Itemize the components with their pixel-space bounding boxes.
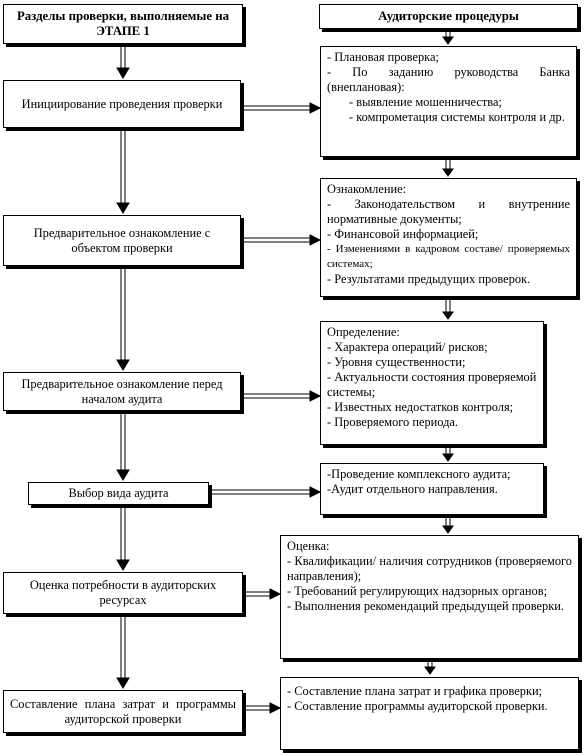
proc-item: - Финансовой информацией; — [327, 227, 479, 241]
left-arrow-3 — [116, 268, 130, 371]
stage-initiation: Инициирование проведения проверки — [3, 80, 241, 128]
proc-heading: Оценка: — [287, 539, 330, 553]
proc-subitem: - выявление мошенничества; — [349, 95, 502, 109]
proc-item: - Выполнения рекомендаций предыдущей про… — [287, 599, 564, 613]
stage-label: Предварительное ознакомление с объектом … — [33, 225, 211, 255]
proc-item: - Составление плана затрат и графика про… — [287, 684, 543, 698]
stage-object-review: Предварительное ознакомление с объектом … — [3, 215, 241, 266]
stage-audit-type: Выбор вида аудита — [28, 482, 209, 505]
h-arrow-5 — [245, 588, 282, 600]
stage-label: Оценка потребности в аудиторских ресурса… — [29, 578, 217, 607]
proc-item: - Изменениями в кадровом составе/ провер… — [327, 243, 570, 270]
proc-item: - Законодательством и внутренние нормати… — [327, 197, 570, 226]
stage-label: Инициирование проведения проверки — [21, 96, 223, 111]
right-arrow-6 — [424, 660, 436, 675]
proc-item: - Составление программы аудиторской пров… — [287, 699, 548, 713]
h-arrow-4 — [211, 486, 322, 498]
left-arrow-2 — [116, 130, 130, 214]
left-header: Разделы проверки, выполняемые на ЭТАПЕ 1 — [3, 4, 243, 44]
proc-heading: Определение: — [327, 325, 400, 339]
h-arrow-6 — [245, 702, 282, 714]
proc-item: - Характера операций/ рисков; — [327, 340, 488, 354]
procedures-resources: Оценка: - Квалификации/ наличия сотрудни… — [280, 535, 579, 659]
proc-subitem: - компрометация системы контроля и др. — [349, 110, 565, 124]
stage-pre-audit-review: Предварительное ознакомление перед начал… — [3, 372, 241, 411]
procedures-determination: Определение: - Характера операций/ риско… — [320, 321, 544, 445]
stage-resources: Оценка потребности в аудиторских ресурса… — [3, 572, 243, 614]
proc-item: - Проверяемого периода. — [327, 415, 459, 429]
proc-item: -Проведение комплексного аудита; — [327, 467, 511, 481]
stage-plan-program: Составление плана затрат и программы ауд… — [3, 690, 243, 733]
h-arrow-1 — [241, 102, 322, 114]
right-header: Аудиторские процедуры — [319, 4, 578, 29]
left-arrow-6 — [116, 616, 130, 689]
stage-label: Предварительное ознакомление перед начал… — [21, 376, 223, 406]
proc-item: - Плановая проверка; — [327, 50, 439, 64]
right-arrow-3 — [442, 298, 454, 320]
left-arrow-1 — [116, 46, 130, 79]
proc-item: - Известных недостатков контроля; — [327, 400, 514, 414]
stage-label: Составление плана затрат и программы ауд… — [10, 696, 236, 726]
right-arrow-2 — [442, 158, 454, 177]
right-arrow-5 — [442, 516, 454, 534]
proc-heading: Ознакомление: — [327, 182, 407, 196]
procedures-audit-type: -Проведение комплексного аудита; -Аудит … — [320, 463, 544, 515]
right-arrow-4 — [442, 446, 454, 462]
procedures-familiarization: Ознакомление: - Законодательством и внут… — [320, 178, 577, 297]
procedures-plan-program: - Составление плана затрат и графика про… — [280, 677, 579, 750]
left-arrow-4 — [116, 413, 130, 481]
proc-item: - Квалификации/ наличия сотрудников (про… — [287, 554, 572, 583]
proc-item: - Актуальности состояния проверяемой сис… — [327, 370, 537, 399]
left-arrow-5 — [116, 507, 130, 571]
right-arrow-1 — [442, 30, 454, 45]
stage-label: Выбор вида аудита — [68, 486, 169, 500]
proc-item: - Результатами предыдущих проверок. — [327, 272, 531, 286]
proc-item: -Аудит отдельного направления. — [327, 482, 498, 496]
proc-item: - По заданию руководства Банка (внеплано… — [327, 65, 570, 94]
h-arrow-3 — [241, 390, 322, 402]
proc-item: - Требований регулирующих надзорных орга… — [287, 584, 548, 598]
h-arrow-2 — [241, 234, 322, 246]
procedures-initiation: - Плановая проверка; - По заданию руково… — [320, 46, 577, 157]
proc-item: - Уровня существенности; — [327, 355, 466, 369]
